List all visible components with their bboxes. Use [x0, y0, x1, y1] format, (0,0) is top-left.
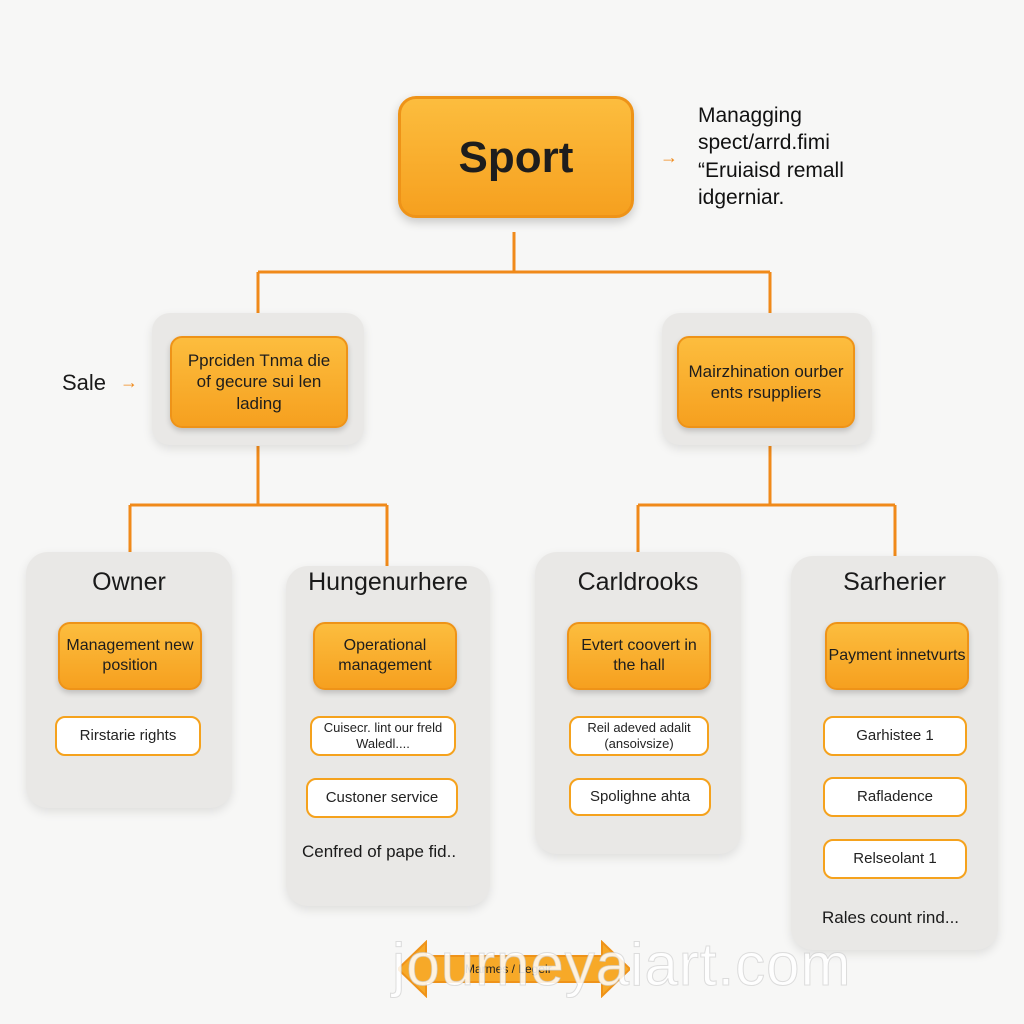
column-head-node[interactable]: Evtert coovert in the hall — [567, 622, 711, 690]
branch-label: Pprciden Tnma die of gecure sui len ladi… — [187, 351, 331, 413]
column-item-label: Reil adeved adalit (ansoivsize) — [587, 720, 691, 751]
note-line: idgerniar. — [698, 185, 785, 209]
column-item[interactable]: Rafladence — [823, 777, 967, 817]
column-title: Carldrooks — [577, 568, 699, 596]
watermark: journeyaiart.com — [392, 931, 852, 999]
column-head-label: Management new position — [66, 637, 194, 674]
column-item[interactable]: Garhistee 1 — [823, 716, 967, 756]
root-label: Sport — [458, 132, 574, 182]
column-head-node[interactable]: Payment innetvurts — [825, 622, 969, 690]
branch-node-left[interactable]: Pprciden Tnma die of gecure sui len ladi… — [170, 336, 348, 428]
column-item[interactable]: Relseolant 1 — [823, 839, 967, 879]
column-item-label: Rafladence — [857, 788, 933, 805]
column-head-node[interactable]: Operational management — [313, 622, 457, 690]
column-title: Sarherier — [843, 568, 946, 596]
column-item[interactable]: Custoner service — [306, 778, 458, 818]
column-item[interactable]: Rirstarie rights — [55, 716, 201, 756]
arrow-right-icon: → — [660, 147, 678, 167]
root-note: Managging spect/arrd.fimi “Eruiaisd rema… — [698, 102, 844, 211]
note-line: Managging — [698, 104, 802, 127]
double-arrow-icon — [398, 940, 630, 998]
column-head-label: Payment innetvurts — [828, 647, 966, 664]
column-item[interactable]: Reil adeved adalit (ansoivsize) — [569, 716, 709, 756]
arrow-right-icon: → — [120, 372, 138, 392]
column-head-label: Operational management — [338, 637, 432, 674]
branch-label: Mairzhination ourber ents rsuppliers — [688, 361, 844, 402]
side-label: Sale — [62, 370, 107, 395]
column-item-label: Rirstarie rights — [79, 727, 177, 744]
column-item[interactable]: Cuisecr. lint our freld Waledl.... — [310, 716, 456, 756]
column-title: Hungenurhere — [308, 568, 468, 596]
column-item-label: Garhistee 1 — [856, 727, 934, 744]
note-line: “Eruiaisd remall — [698, 158, 844, 182]
column-item-label: Custoner service — [325, 789, 439, 806]
note-line: spect/arrd.fimi — [698, 131, 830, 155]
column-title: Owner — [92, 568, 166, 596]
column-item-label: Spolighne ahta — [589, 788, 691, 805]
legend-label: Marmes / Legeir — [465, 962, 552, 976]
column-head-label: Evtert coovert in the hall — [581, 637, 697, 674]
column-head-node[interactable]: Management new position — [58, 622, 202, 690]
column-item-label: Cuisecr. lint our freld Waledl.... — [323, 720, 443, 751]
column-footer: Rales count rind... — [822, 908, 960, 927]
branch-node-right[interactable]: Mairzhination ourber ents rsuppliers — [677, 336, 855, 428]
column-item-label: Relseolant 1 — [853, 850, 937, 867]
column-item[interactable]: Spolighne ahta — [569, 778, 711, 816]
column-footer: Cenfred of pape fid.. — [302, 842, 457, 861]
root-node[interactable]: Sport — [398, 96, 634, 218]
